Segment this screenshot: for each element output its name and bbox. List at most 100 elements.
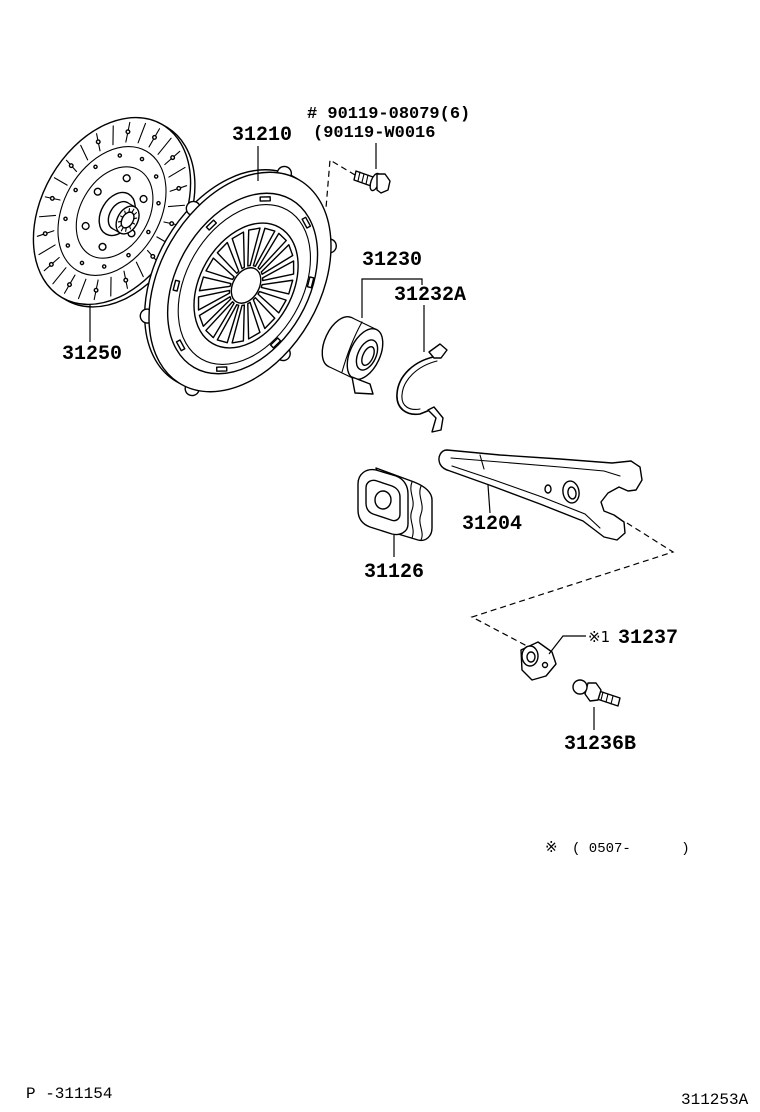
disc-damper-spring <box>139 194 148 204</box>
diaphragm-finger <box>216 241 240 275</box>
disc-facing-groove <box>77 278 87 300</box>
disc-facing-inner <box>57 146 167 276</box>
boot-hole <box>374 490 392 510</box>
disc-inner-rivet <box>126 252 131 258</box>
diaphragm-finger <box>231 304 246 344</box>
callout-bolt-number: # 90119-08079(6) <box>307 105 470 124</box>
disc-hub-spline <box>131 222 136 225</box>
diaphragm-center-hole <box>230 267 262 304</box>
illustration-code: 311253A <box>681 1091 749 1109</box>
bolt-dashed-line <box>325 158 356 209</box>
cover-window <box>259 196 271 202</box>
callout-pivot-clip: 31237 <box>618 627 678 650</box>
stud-thread <box>600 691 614 705</box>
cover-window <box>269 337 282 349</box>
bearing-clip <box>396 343 448 433</box>
cover-window <box>215 366 228 372</box>
page-code: P -311154 <box>26 1085 112 1103</box>
fork-body <box>438 449 643 541</box>
disc-hub-spline <box>133 217 138 220</box>
clip-bottom-hook <box>427 406 444 433</box>
fork-leader <box>487 484 491 514</box>
disc-rivet <box>49 195 55 201</box>
clip-top-hook <box>428 343 448 359</box>
diaphragm-finger <box>257 232 287 270</box>
callout-clutch-cover: 31210 <box>232 124 292 147</box>
disc-rivet <box>93 287 99 293</box>
disc-inner-rivet <box>93 164 98 170</box>
cover-window <box>301 216 312 229</box>
disc-facing-groove <box>80 144 89 161</box>
disc-hub-spline <box>128 208 131 213</box>
disc-damper-spring <box>98 242 107 251</box>
callout-pivot-ball-stud: 31236B <box>564 733 636 756</box>
disc-inner-rivet <box>101 264 107 269</box>
disc-hub-spline <box>125 227 127 232</box>
diaphragm-finger <box>205 301 235 339</box>
bearing-body-edges <box>328 316 377 380</box>
pivot-ball-stud <box>572 679 621 707</box>
bolt-thread <box>357 171 369 185</box>
diaphragm-fingers <box>197 227 295 344</box>
diaphragm-finger <box>247 301 261 340</box>
bearing-tab <box>351 376 374 395</box>
disc-facing-groove <box>112 125 114 146</box>
cover-window <box>205 219 218 231</box>
cover-windows <box>172 196 315 372</box>
disc-inner-rivet <box>139 156 145 162</box>
disc-hub-spline <box>117 220 122 223</box>
disc-rivet <box>176 185 182 191</box>
disc-hub-spline <box>120 226 124 232</box>
callout-bolt-alt-number: (90119-W0016 <box>313 124 435 143</box>
disc-hub-spline <box>118 224 123 228</box>
disc-hub-spline <box>124 210 127 215</box>
disc-damper-spring <box>81 221 90 231</box>
disc-rivet <box>68 163 74 169</box>
callout-release-bearing: 31230 <box>362 249 422 272</box>
disc-rivets <box>42 129 182 293</box>
footnote-mark: ※ <box>545 838 558 856</box>
diaphragm-finger <box>216 304 240 344</box>
disc-inner-rivet <box>63 216 68 222</box>
diaphragm-finger <box>198 276 232 292</box>
disc-damper-spring <box>122 174 131 183</box>
disc-rivet <box>169 221 175 227</box>
disc-rivet <box>67 282 73 288</box>
pivot-clip-cup-hole <box>526 651 536 663</box>
footnote-range: ( 0507- ) <box>572 841 690 857</box>
cover-window <box>172 279 181 292</box>
diaphragm-finger <box>261 260 295 282</box>
diaphragm-finger <box>257 290 287 314</box>
fork-rib <box>479 454 485 470</box>
bolt-head <box>376 173 391 194</box>
diaphragm-finger <box>247 227 261 267</box>
disc-rivet <box>123 277 129 283</box>
fork-small-hole <box>544 484 552 494</box>
disc-inner-rivet <box>79 260 85 266</box>
fork-ball-socket-inner <box>567 486 577 500</box>
callout-fork-boot: 31126 <box>364 561 424 584</box>
disc-facing-groove <box>53 177 68 186</box>
bearing-bracket <box>361 278 423 318</box>
release-fork <box>438 449 643 541</box>
fork-flange <box>451 465 601 529</box>
disc-facing-groove <box>110 276 112 297</box>
cover-bolt <box>353 170 391 194</box>
clutch-cover <box>139 165 337 397</box>
disc-rivet <box>170 155 176 161</box>
diaphragm-finger <box>260 279 294 295</box>
disc-hub-spline <box>129 225 132 230</box>
disc-facing-groove <box>135 261 144 278</box>
callout-bearing-clip: 31232A <box>394 284 466 307</box>
bearing-band <box>341 321 363 373</box>
stud-hex <box>584 682 602 702</box>
diaphragm-finger <box>198 296 232 327</box>
disc-hub-spline <box>120 215 124 218</box>
disc-facing-groove <box>52 267 67 285</box>
disc-inner-rivet <box>146 229 151 235</box>
diaphragm-finger <box>205 257 235 281</box>
disc-facing-groove <box>167 204 186 208</box>
callout-clutch-disc: 31250 <box>62 343 122 366</box>
disc-hub-plate <box>75 166 154 259</box>
